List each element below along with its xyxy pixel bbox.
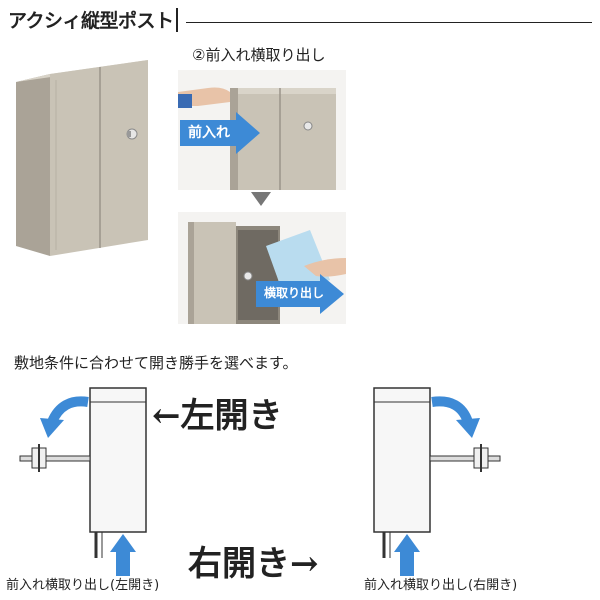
removal-arrow-icon xyxy=(256,274,344,314)
handing-note: 敷地条件に合わせて開き勝手を選べます。 xyxy=(14,354,298,372)
insert-arrow-icon xyxy=(180,112,260,154)
left-open-label: ←左開き xyxy=(152,396,283,436)
option-subtitle: ②前入れ横取り出し xyxy=(192,46,326,64)
right-open-caption: 前入れ横取り出し(右開き) xyxy=(364,578,518,593)
removal-arrow-label: 横取り出し xyxy=(264,286,325,300)
down-triangle-icon xyxy=(251,192,271,206)
mailbox-product-image xyxy=(10,50,160,265)
front-insert-photo: 前入れ xyxy=(178,70,346,190)
page-title: アクシィ縦型ポスト xyxy=(8,10,174,32)
mailbox-icon xyxy=(16,60,148,256)
title-divider-bar xyxy=(176,8,178,32)
right-open-diagram xyxy=(370,382,520,582)
right-open-label: 右開き→ xyxy=(188,544,319,584)
title-rule xyxy=(186,22,592,23)
side-removal-photo: 横取り出し xyxy=(178,212,346,324)
left-open-caption: 前入れ横取り出し(左開き) xyxy=(6,578,160,593)
left-open-diagram xyxy=(18,382,168,582)
insert-arrow-label: 前入れ xyxy=(188,125,230,141)
